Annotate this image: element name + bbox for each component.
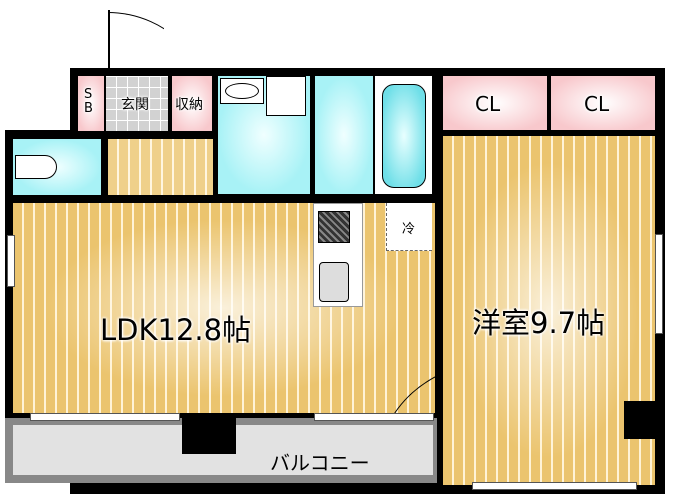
storage-label: 収納 xyxy=(175,97,203,113)
shoebox-label: SB xyxy=(84,87,93,116)
washbasin-icon xyxy=(220,78,264,104)
storage xyxy=(172,76,212,131)
pillar xyxy=(624,401,664,439)
window-south xyxy=(472,482,637,490)
closet-2-label: CL xyxy=(584,92,610,116)
ldk-room xyxy=(13,203,435,413)
shoebox xyxy=(78,76,104,131)
stove-icon xyxy=(318,211,350,243)
closet-1-label: CL xyxy=(475,92,501,116)
closet-2 xyxy=(551,76,655,130)
window-east xyxy=(655,234,663,334)
fridge-label: 冷 xyxy=(402,222,416,237)
sink-icon xyxy=(319,262,349,302)
toilet-icon xyxy=(15,155,57,179)
fridge-space xyxy=(386,203,432,251)
balcony-window-2 xyxy=(314,413,434,421)
balcony-label: バルコニー xyxy=(270,451,370,475)
entrance xyxy=(106,76,168,131)
bath-corridor xyxy=(315,76,373,194)
western-room-label: 洋室9.7帖 xyxy=(472,306,606,340)
ldk-label: LDK12.8帖 xyxy=(100,313,252,347)
closet-1 xyxy=(443,76,547,130)
washer-pan-icon xyxy=(266,76,306,116)
balcony-pillar xyxy=(182,418,236,454)
hallway xyxy=(108,139,213,195)
entrance-label: 玄関 xyxy=(121,97,149,113)
western-room xyxy=(443,136,655,485)
window-west xyxy=(7,235,15,287)
balcony-window-1 xyxy=(30,413,180,421)
bathtub-icon xyxy=(382,84,426,188)
